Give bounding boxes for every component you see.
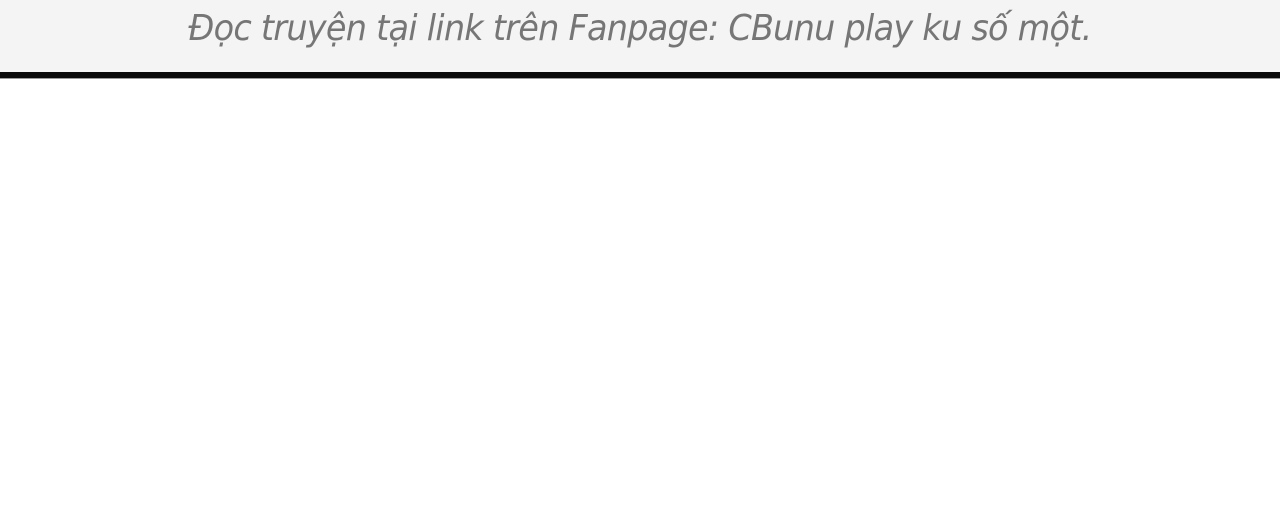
panel-divider bbox=[0, 72, 1280, 79]
blank-panel bbox=[0, 79, 1280, 511]
watermark-banner: Đọc truyện tại link trên Fanpage: CBunu … bbox=[0, 0, 1280, 72]
watermark-text: Đọc truyện tại link trên Fanpage: CBunu … bbox=[188, 7, 1092, 49]
